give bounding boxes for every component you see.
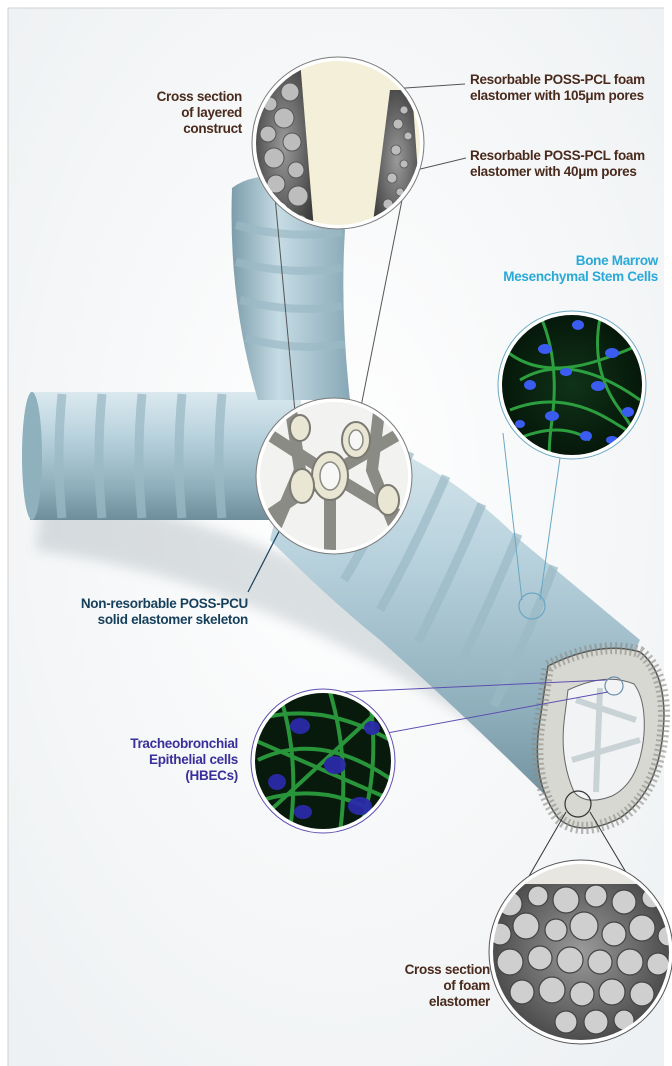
epithelial-cells-micrograph-circle bbox=[251, 689, 395, 833]
label-cross-section-foam: Cross section of foam elastomer bbox=[405, 962, 490, 1010]
label-bone-marrow-stem-cells: Bone Marrow Mesenchymal Stem Cells bbox=[503, 253, 658, 285]
label-pcu-skeleton: Non-resorbable POSS-PCU solid elastomer … bbox=[81, 596, 248, 628]
layered-construct-circle bbox=[252, 57, 424, 230]
label-pcl-40-pores: Resorbable POSS-PCL foam elastomer with … bbox=[470, 148, 645, 180]
label-pcl-105-pores: Resorbable POSS-PCL foam elastomer with … bbox=[470, 72, 645, 104]
lattice-skeleton-circle bbox=[256, 398, 412, 554]
foam-elastomer-circle bbox=[489, 860, 672, 1044]
label-hbecs: Tracheobronchial Epithelial cells (HBECs… bbox=[130, 736, 238, 784]
label-cross-section-layered: Cross section of layered construct bbox=[157, 89, 242, 137]
